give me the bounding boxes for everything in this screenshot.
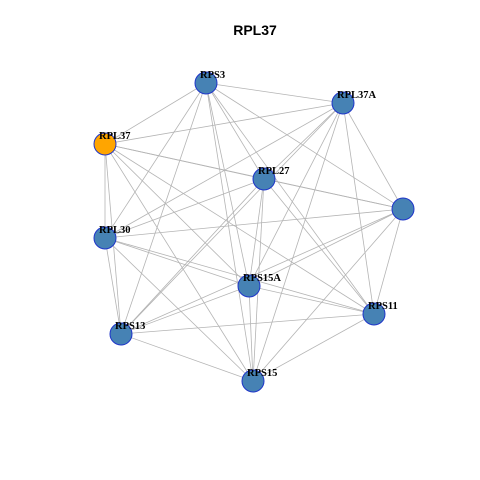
node-rps15[interactable] — [241, 369, 265, 393]
edge-rpl37a-rps11 — [342, 102, 375, 315]
edge-n-unlabeled-rps15 — [252, 208, 404, 382]
node-rps15a[interactable] — [237, 274, 261, 298]
node-label-rps11: RPS11 — [368, 301, 398, 312]
edge-rpl30-rps13 — [104, 237, 122, 335]
node-label-rps15a: RPS15A — [243, 273, 281, 284]
edges-layer — [104, 82, 404, 382]
edge-rpl37-rps11 — [104, 143, 375, 315]
edge-n-unlabeled-rps11 — [373, 208, 404, 315]
edge-rps15a-rps15 — [248, 285, 254, 382]
nodes-layer — [93, 71, 415, 393]
edge-rps15a-rps13 — [120, 285, 250, 335]
edge-rpl30-rps15a — [104, 237, 250, 287]
node-label-rps15: RPS15 — [247, 368, 277, 379]
node-rpl30[interactable] — [93, 226, 117, 250]
node-label-rpl37a: RPL37A — [337, 90, 377, 101]
node-rps3[interactable] — [194, 71, 218, 95]
edge-rpl37a-n-unlabeled — [342, 102, 404, 210]
edge-n-unlabeled-rps13 — [120, 208, 404, 335]
edge-rpl27-rps13 — [120, 178, 265, 335]
node-label-rps3: RPS3 — [200, 70, 225, 81]
edge-rpl37a-rps13 — [120, 102, 344, 335]
node-label-rpl27: RPL27 — [258, 166, 290, 177]
edge-rps3-n-unlabeled — [205, 82, 404, 210]
edge-rpl37a-rps15a — [248, 102, 344, 287]
edge-n-unlabeled-rpl30 — [104, 208, 404, 239]
edge-rpl30-rps15 — [104, 237, 254, 382]
edge-rps13-rps15 — [120, 333, 254, 382]
graph-title: RPL37 — [233, 22, 277, 38]
edge-rps11-rps15 — [252, 313, 375, 382]
node-rpl37[interactable] — [93, 132, 117, 156]
edge-rps3-rpl37a — [205, 82, 344, 104]
edge-rps3-rps15 — [205, 82, 254, 382]
node-rpl37a[interactable] — [331, 91, 355, 115]
node-rps13[interactable] — [109, 322, 133, 346]
node-label-rpl37: RPL37 — [99, 131, 131, 142]
edge-rpl30-rps11 — [104, 237, 375, 315]
node-n-unlabeled[interactable] — [391, 197, 415, 221]
edge-rps11-rps13 — [120, 313, 375, 335]
edge-rps3-rps15a — [205, 82, 250, 287]
edge-rpl37a-rpl37 — [104, 102, 344, 145]
node-rpl27[interactable] — [252, 167, 276, 191]
edge-rpl37a-rpl27 — [263, 102, 344, 180]
edge-rps15a-rps11 — [248, 285, 375, 315]
edge-rpl37-rps15a — [104, 143, 250, 287]
edge-rps3-rpl37 — [104, 82, 207, 145]
edge-rpl27-rps15a — [248, 178, 265, 287]
node-rps11[interactable] — [362, 302, 386, 326]
edge-rpl27-n-unlabeled — [263, 178, 404, 210]
edge-rps3-rps13 — [120, 82, 207, 335]
node-label-rps13: RPS13 — [115, 321, 145, 332]
edge-rpl27-rpl30 — [104, 178, 265, 239]
node-label-rpl30: RPL30 — [99, 225, 131, 236]
edge-rps3-rpl30 — [104, 82, 207, 239]
edge-n-unlabeled-rps15a — [248, 208, 404, 287]
edge-rps3-rpl27 — [205, 82, 265, 180]
edge-rpl37a-rps15 — [252, 102, 344, 382]
